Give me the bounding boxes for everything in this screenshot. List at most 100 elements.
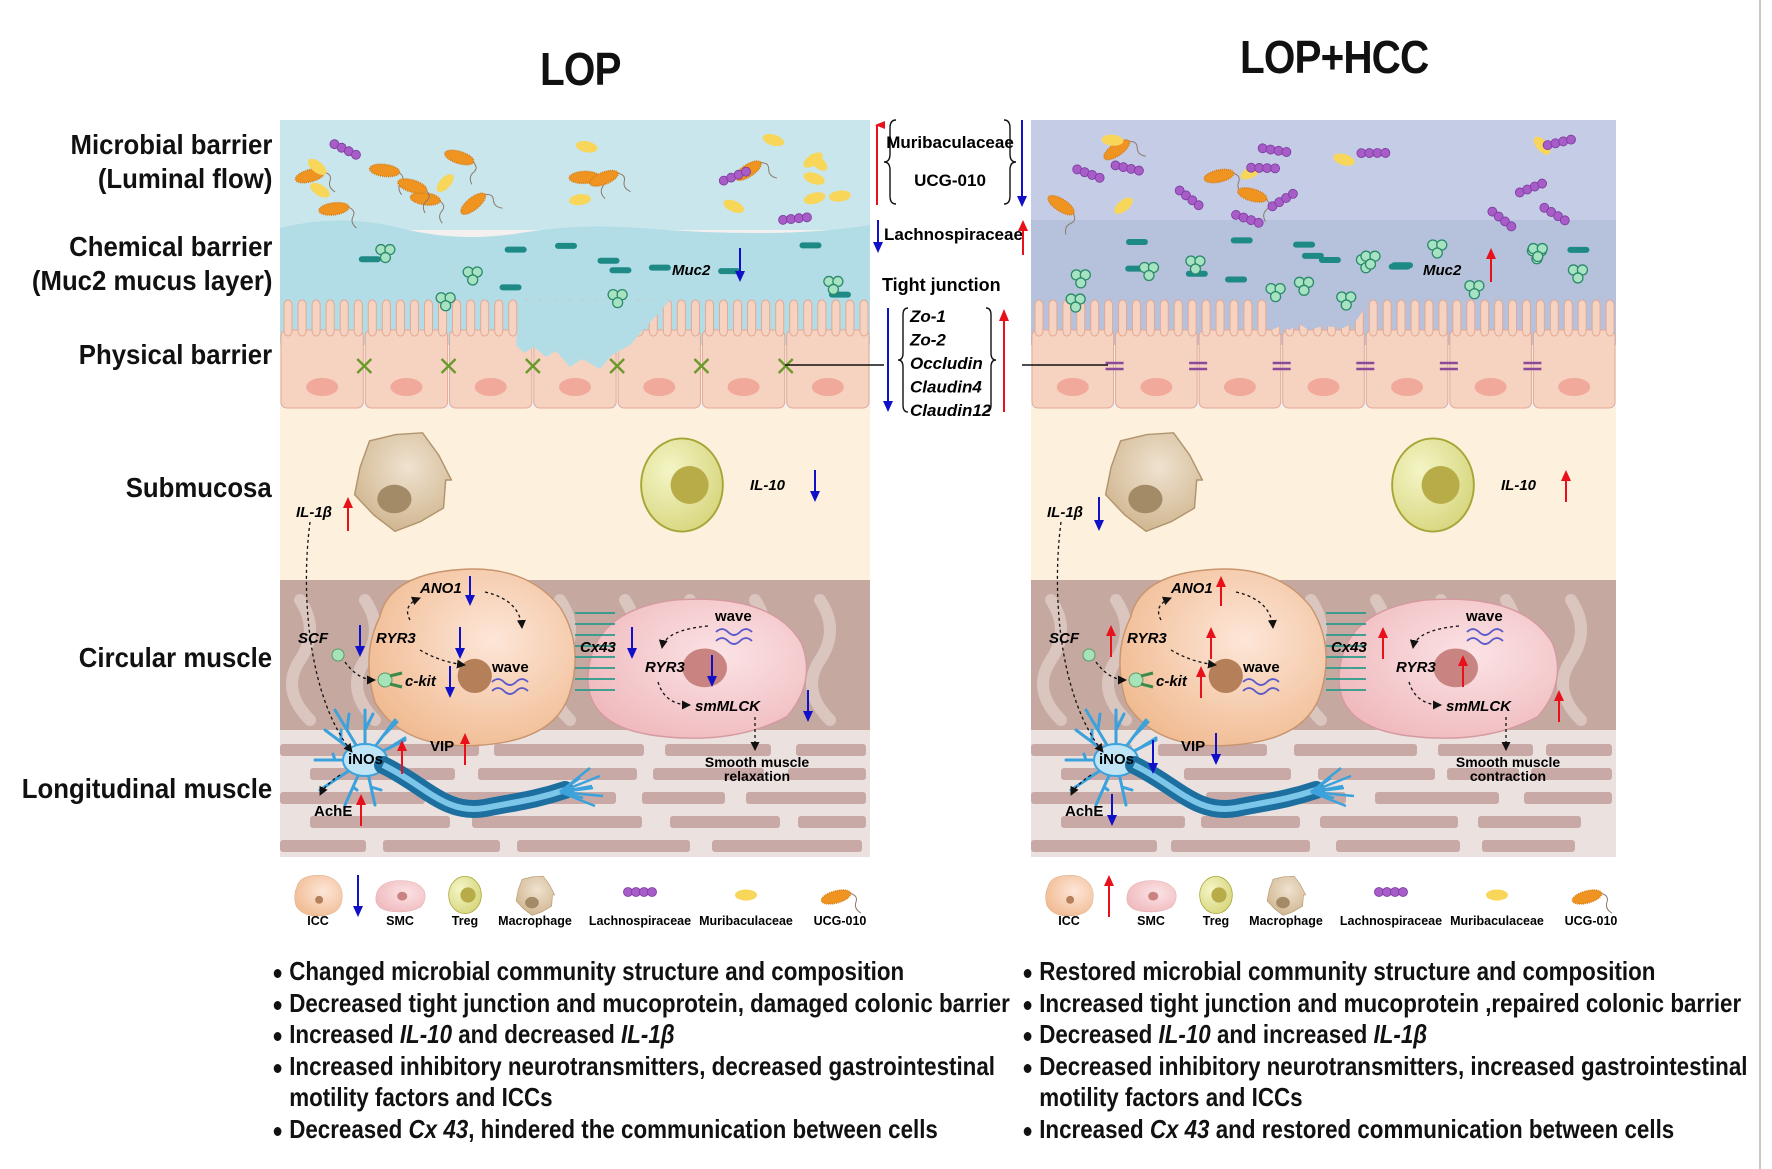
summary-item: Decreased IL-10 and increased IL-1β [1022, 1019, 1747, 1051]
summary-item: Decreased Cx 43, hindered the communicat… [272, 1114, 1010, 1146]
ryr3-smc-label: RYR3 [645, 659, 685, 676]
muc2-protein-icon [1318, 256, 1341, 263]
arrow-up-icon [1216, 576, 1226, 606]
bacterium-body [368, 163, 401, 178]
icc-body [294, 874, 343, 917]
muscle-fiber [746, 792, 866, 804]
nucleus [1148, 891, 1159, 901]
cx43-label: Cx43 [580, 639, 617, 656]
right-brace-icon [1003, 119, 1017, 205]
coccus [1398, 887, 1408, 897]
microvillus [1368, 299, 1378, 337]
neuron-icon [1064, 708, 1355, 818]
outcome-line2: contraction [1470, 768, 1546, 784]
legend-label: Lachnospiraceae [1340, 914, 1442, 928]
flagellum [759, 162, 778, 179]
microvillus [452, 299, 462, 337]
smc-cell-icon [375, 880, 426, 913]
lachnospiraceae-icon [1072, 164, 1105, 183]
microvillus [690, 299, 700, 337]
arrow-head [356, 794, 366, 805]
granule [1572, 272, 1584, 284]
smc-cell-icon [587, 598, 808, 739]
row-label-chemical-barrier: Chemical barrier (Muc2 mucus layer) [31, 230, 272, 298]
arrow-head [1554, 690, 1564, 701]
bacterium-body [762, 133, 784, 147]
ucg010-bacterium-icon [1047, 194, 1076, 235]
scf-ligand-icon [1082, 648, 1096, 662]
coccus [1281, 147, 1292, 157]
row-label-microbial-barrier: Microbial barrier (Luminal flow) [70, 128, 272, 196]
muscle-fiber [472, 816, 642, 828]
lachnospiraceae-icon [1539, 202, 1570, 226]
arrow-down-icon [445, 666, 455, 698]
il10-label: IL-10 [1501, 477, 1537, 494]
flagellum [1128, 141, 1146, 157]
summary-item: Decreased tight junction and mucoprotein… [272, 988, 1010, 1020]
muribaculaceae-icon [575, 140, 598, 153]
legend-label: UCG-010 [814, 914, 867, 928]
muc2-protein-icon [1225, 276, 1248, 283]
muc2-protein-icon [1567, 246, 1590, 253]
summary-item: Increased tight junction and mucoprotein… [1022, 988, 1747, 1020]
wave-to-ryr3-arrow [1409, 625, 1460, 649]
scf-binding-arrow [344, 661, 376, 685]
lachnospiraceae-icon [623, 887, 657, 897]
microvillus [1048, 299, 1058, 337]
muc2-protein-icon [597, 257, 620, 264]
ckit-receptor-icon [377, 672, 393, 688]
muscle-fiber [1546, 744, 1612, 756]
arrow-head [707, 676, 717, 687]
microvillus [1396, 299, 1406, 337]
nucleus [1211, 887, 1227, 903]
microvillus [353, 299, 363, 337]
center-ucg010: UCG-010 [914, 171, 986, 190]
arrow-head [999, 309, 1009, 321]
nucleus [1066, 895, 1075, 904]
granule [1075, 277, 1087, 289]
summary-text: motility factors and ICCs [289, 1082, 553, 1112]
arrow-head [883, 401, 893, 412]
arrow-head [1206, 627, 1216, 638]
treg-icon [1199, 875, 1233, 915]
coccus [1253, 217, 1264, 228]
wave-icon [1466, 628, 1504, 645]
flagellum [1263, 198, 1270, 222]
legend-label: Muribaculaceae [1450, 914, 1544, 928]
scf-label: SCF [1049, 630, 1080, 647]
microvillus [1494, 299, 1504, 337]
epithelial-cell [1532, 329, 1616, 409]
summary-text: and restored communication between cells [1209, 1113, 1675, 1144]
arrow-down-icon [353, 875, 363, 917]
nucleus [1208, 658, 1243, 693]
microvillus [325, 299, 335, 337]
granule [467, 274, 479, 286]
macrophage-body [515, 875, 556, 916]
row-label-line: Physical barrier [78, 339, 272, 370]
lachnospiraceae-icon [1110, 160, 1144, 176]
muscle-fiber [1375, 792, 1499, 804]
mucin-granule-cluster-icon [1138, 261, 1160, 282]
icc-cell-icon [1045, 874, 1094, 917]
wave-icon [1242, 678, 1280, 695]
arrow-head [397, 740, 407, 751]
microvillus [817, 299, 827, 337]
scrollbar-edge[interactable] [1759, 0, 1761, 1169]
legend-label: ICC [1058, 914, 1080, 928]
broken-tight-junction-icon [777, 358, 794, 374]
title-lop: LOP [540, 43, 621, 95]
summary-text: Increased [1039, 1113, 1150, 1144]
muscle-fiber [478, 768, 637, 780]
summary-text: Changed microbial community structure an… [289, 956, 905, 986]
cell-nucleus [1056, 378, 1089, 396]
flagellum [1065, 212, 1076, 235]
macrophage-icon [1104, 432, 1204, 533]
microvillus [1090, 299, 1100, 337]
cell-nucleus [1223, 378, 1256, 396]
arrow-head [460, 733, 470, 744]
muc2-protein-icon [648, 264, 671, 271]
wave-icon [715, 628, 753, 645]
summary-text: and increased [1210, 1019, 1374, 1049]
mucin-granule-cluster-icon [1265, 282, 1286, 303]
